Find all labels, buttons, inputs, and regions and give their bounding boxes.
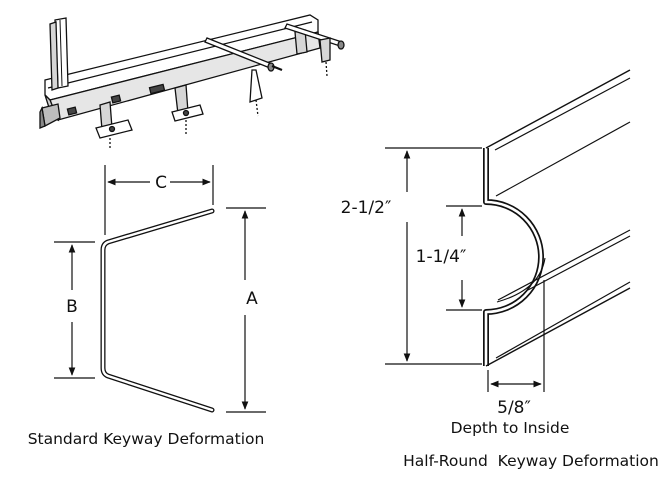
dimension-radius (446, 205, 482, 311)
depth-caption: Depth to Inside (451, 419, 570, 437)
standard-keyway-profile (100, 208, 215, 413)
dimension-b (54, 241, 95, 379)
half-round-keyway-profile (483, 69, 631, 367)
label-c: C (155, 173, 167, 193)
dimension-depth (487, 280, 545, 392)
label-depth: 5/8″ (497, 398, 531, 418)
dimension-overall-height (385, 147, 482, 365)
half-round-caption: Half-Round Keyway Deformation (403, 452, 659, 470)
label-b: B (66, 297, 78, 317)
dimension-c (104, 165, 214, 235)
dimension-a (226, 207, 266, 413)
label-a: A (246, 289, 258, 309)
label-overall-height: 2-1/2″ (341, 198, 392, 218)
label-radius: 1-1/4″ (416, 247, 467, 267)
keyway-form-illustration (39, 14, 345, 150)
standard-caption: Standard Keyway Deformation (28, 430, 265, 448)
